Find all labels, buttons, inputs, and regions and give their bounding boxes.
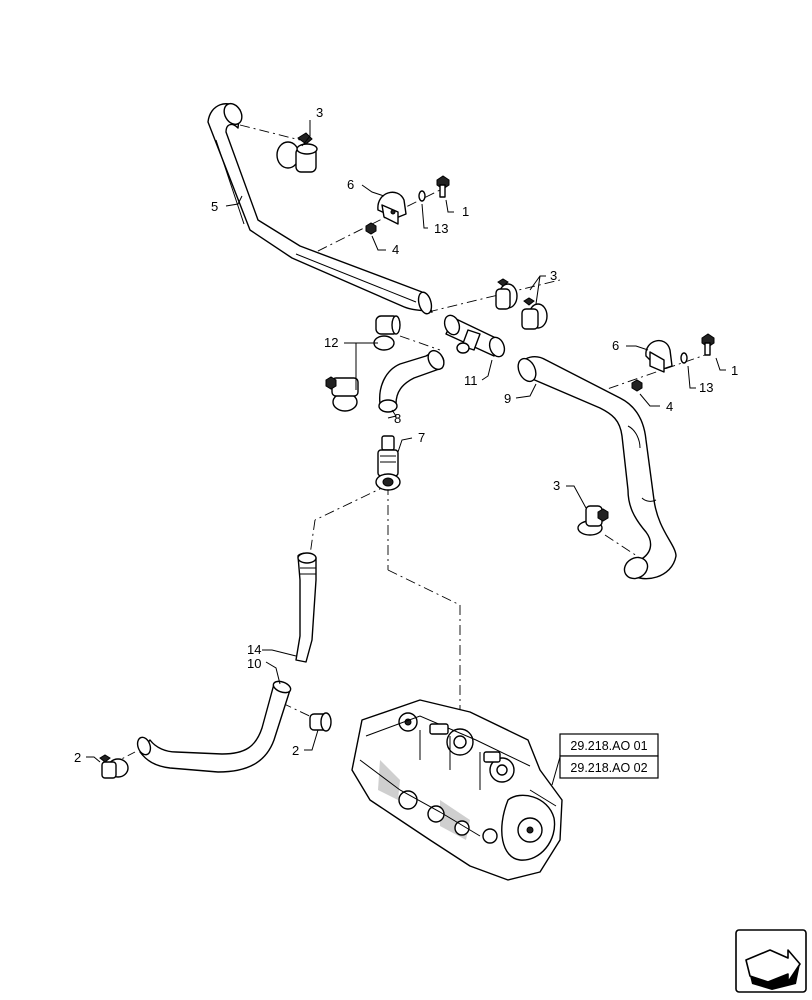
clamp-2-left: [99, 754, 129, 779]
callout-3-mid: 3: [550, 268, 557, 283]
clamps-3-mid: [495, 278, 548, 330]
callout-13-top: 13: [434, 221, 448, 236]
bolt-1-top: [418, 175, 450, 202]
bracket-6-right: [645, 339, 673, 373]
navigation-arrow-icon[interactable]: [735, 929, 807, 993]
reference-boxes: 29.218.AO 01 29.218.AO 02: [551, 733, 659, 786]
callout-5: 5: [211, 199, 218, 214]
callout-6-right: 6: [612, 338, 619, 353]
hose-9: [517, 356, 677, 580]
callout-14: 14: [247, 642, 261, 657]
callout-10: 10: [247, 656, 261, 671]
callout-3-top: 3: [316, 105, 323, 120]
nut-4-top: [365, 222, 377, 235]
reference-link-1[interactable]: 29.218.AO 01: [570, 739, 647, 753]
callout-1-top: 1: [462, 204, 469, 219]
reference-box-2[interactable]: [559, 755, 659, 779]
clamp-3-top: [276, 132, 318, 173]
callout-1-right: 1: [731, 363, 738, 378]
callout-11: 11: [464, 373, 478, 388]
callout-3-right: 3: [553, 478, 560, 493]
clamp-12: [325, 315, 401, 412]
reference-link-2[interactable]: 29.218.AO 02: [570, 761, 647, 775]
callout-2-right: 2: [292, 743, 299, 758]
hose-10: [136, 680, 292, 773]
callout-9: 9: [504, 391, 511, 406]
clamp-2-right: [309, 712, 332, 732]
hose-5: [207, 102, 433, 315]
assembly-lines: [109, 124, 706, 766]
callout-8: 8: [394, 411, 401, 426]
hydraulic-pump: [351, 699, 563, 881]
nut-4-right: [631, 379, 643, 392]
tee-11: [443, 314, 506, 358]
fitting-7: [375, 435, 401, 491]
callout-numbers: 3 6 1 13 4 5 3 12 11 6 1 13 4 9 8 7 3 14…: [74, 105, 738, 765]
callout-6-top: 6: [347, 177, 354, 192]
callout-13-right: 13: [699, 380, 713, 395]
hose-14: [295, 552, 317, 663]
clamp-3-right: [577, 505, 609, 536]
callout-4-right: 4: [666, 399, 673, 414]
callout-2-left: 2: [74, 750, 81, 765]
callout-4-top: 4: [392, 242, 399, 257]
hose-8: [378, 349, 445, 413]
callout-7: 7: [418, 430, 425, 445]
bracket-6-top: [377, 191, 407, 225]
leader-lines: [86, 120, 726, 763]
bolt-1-right: [680, 333, 715, 364]
callout-12: 12: [324, 335, 338, 350]
